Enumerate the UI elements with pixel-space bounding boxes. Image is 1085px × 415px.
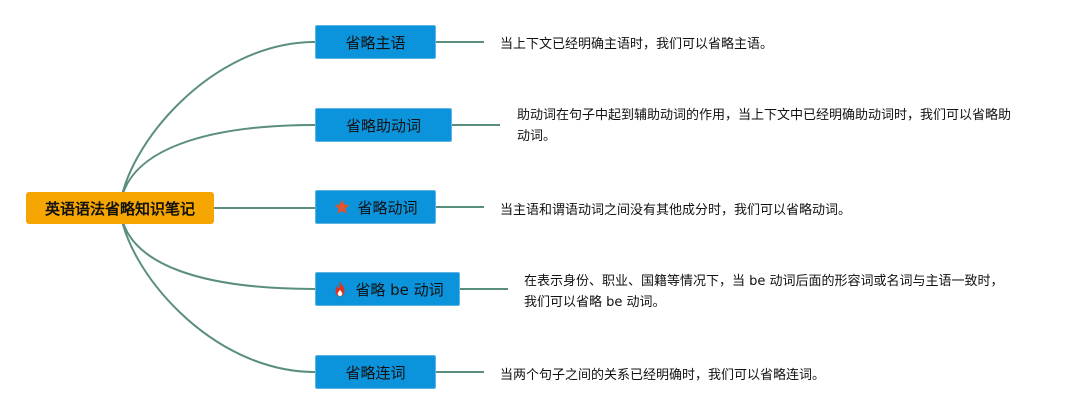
connector-line <box>119 207 316 373</box>
branch-node-omit-verb[interactable]: 省略动词 <box>315 190 436 224</box>
connector-line <box>119 124 316 209</box>
branch-description: 助动词在句子中起到辅助动词的作用，当上下文中已经明确助动词时，我们可以省略助动词… <box>517 108 1012 144</box>
branch-node-omit-auxiliary[interactable]: 省略助动词 <box>315 108 452 142</box>
branch-node-omit-be-verb[interactable]: 省略 be 动词 <box>315 272 460 306</box>
connector-line <box>119 207 316 290</box>
branch-node-omit-conjunction[interactable]: 省略连词 <box>315 355 436 389</box>
fire-icon <box>331 280 349 298</box>
root-node-label: 英语语法省略知识笔记 <box>44 199 195 218</box>
branch-description: 在表示身份、职业、国籍等情况下，当 be 动词后面的形容词或名词与主语一致时，我… <box>524 274 1004 310</box>
branch-label: 省略连词 <box>345 363 406 382</box>
branch-label: 省略 be 动词 <box>355 280 444 299</box>
branch-label: 省略动词 <box>357 198 418 217</box>
branch-node-omit-subject[interactable]: 省略主语 <box>315 25 436 59</box>
branch-description: 当两个句子之间的关系已经明确时，我们可以省略连词。 <box>500 368 826 383</box>
branch-label: 省略主语 <box>345 33 406 52</box>
root-node[interactable]: 英语语法省略知识笔记 <box>26 192 214 224</box>
branch-description: 当上下文已经明确主语时，我们可以省略主语。 <box>500 37 774 52</box>
connector-line <box>119 41 316 209</box>
star-icon <box>333 198 351 216</box>
branch-label: 省略助动词 <box>345 116 421 135</box>
branch-description: 当主语和谓语动词之间没有其他成分时，我们可以省略动词。 <box>500 203 852 218</box>
